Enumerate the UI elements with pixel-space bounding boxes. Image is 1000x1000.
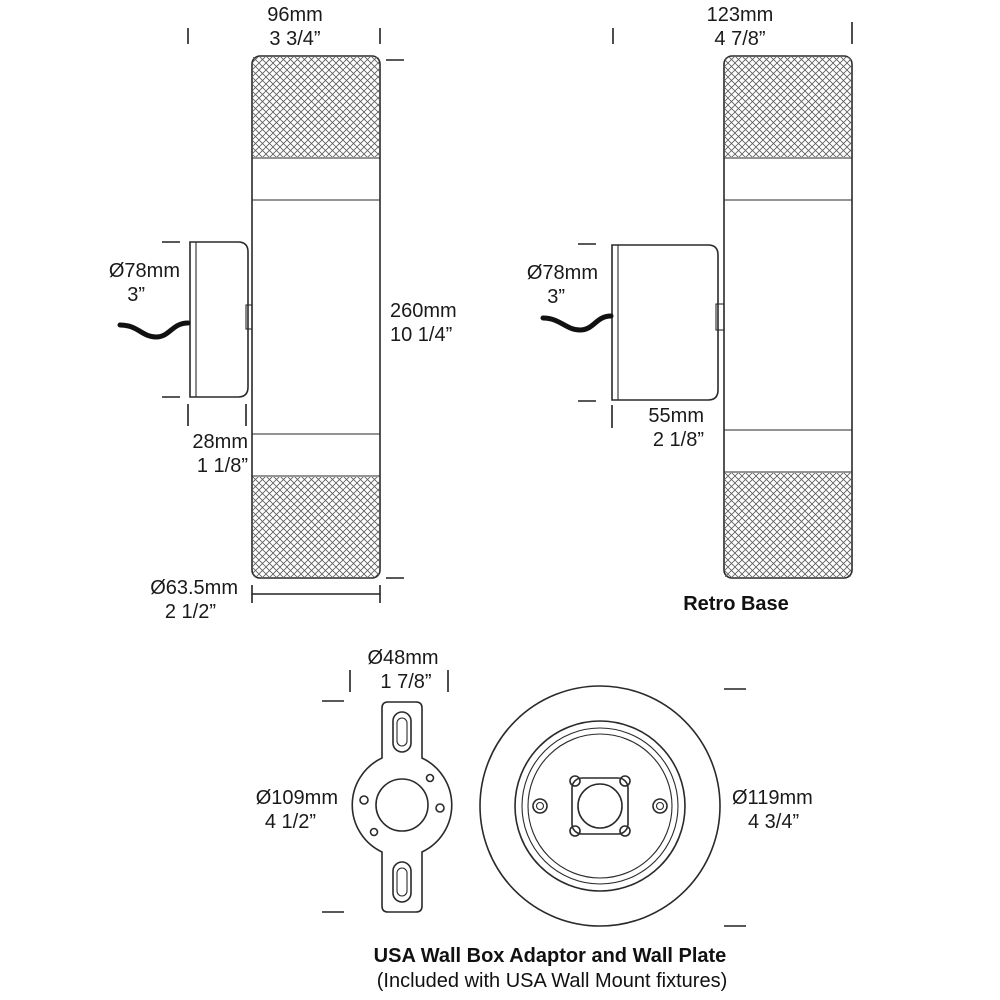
left-base-diameter-in: 3” bbox=[127, 284, 145, 306]
adaptor-height-mm: Ø109mm bbox=[256, 787, 338, 809]
left-body-diameter-in: 2 1/2” bbox=[165, 601, 216, 623]
left-base-depth-in: 1 1/8” bbox=[197, 455, 248, 477]
adaptor-center-hole bbox=[375, 778, 429, 832]
right-base-depth-in: 2 1/8” bbox=[653, 429, 704, 451]
wall-plate-right-screw bbox=[652, 798, 668, 814]
right-width-in: 4 7/8” bbox=[714, 28, 765, 50]
left-power-wire bbox=[117, 320, 191, 340]
left-fixture-drawing: 96mm 3 3/4” 260mm 10 1/4” Ø78mm 3” 28mm … bbox=[109, 4, 457, 623]
adaptor-hole-diameter-mm: Ø48mm bbox=[367, 647, 438, 669]
left-body-diameter-mm: Ø63.5mm bbox=[150, 577, 238, 599]
retro-base-caption: Retro Base bbox=[683, 593, 789, 615]
wall-box-adaptor-drawing: Ø48mm 1 7/8” Ø109mm 4 1/2” bbox=[256, 647, 453, 913]
wall-plate-drawing: Ø119mm 4 3/4” bbox=[479, 685, 813, 927]
right-base-diameter-in: 3” bbox=[547, 286, 565, 308]
wall-plate-inner-ring bbox=[514, 720, 686, 892]
right-fixture-drawing: 123mm 4 7/8” Ø78mm 3” 55mm 2 1/8” Retro … bbox=[527, 4, 853, 615]
left-width-mm: 96mm bbox=[267, 4, 323, 26]
left-bottom-knurl bbox=[253, 477, 379, 577]
left-top-knurl bbox=[253, 57, 379, 157]
wall-plate-center-hole bbox=[577, 783, 623, 829]
adaptor-hole-diameter-in: 1 7/8” bbox=[380, 671, 431, 693]
wall-plate-outer-ring bbox=[479, 685, 721, 927]
right-wall-base bbox=[611, 244, 719, 401]
left-wall-base bbox=[189, 241, 249, 398]
left-base-depth-mm: 28mm bbox=[192, 431, 248, 453]
wall-plate-diameter-in: 4 3/4” bbox=[748, 811, 799, 833]
right-base-diameter-mm: Ø78mm bbox=[527, 262, 598, 284]
wall-plate-left-screw bbox=[532, 798, 548, 814]
wall-plate-diameter-mm: Ø119mm bbox=[732, 787, 813, 809]
adaptor-height-in: 4 1/2” bbox=[265, 811, 316, 833]
adaptor-caption-subtitle: (Included with USA Wall Mount fixtures) bbox=[377, 970, 728, 992]
adaptor-caption-title: USA Wall Box Adaptor and Wall Plate bbox=[374, 945, 727, 967]
wall-plate-center-boss bbox=[571, 777, 629, 835]
right-power-wire bbox=[540, 313, 614, 333]
right-base-depth-mm: 55mm bbox=[648, 405, 704, 427]
left-width-in: 3 3/4” bbox=[269, 28, 320, 50]
adaptor-bottom-slot bbox=[392, 861, 412, 903]
adaptor-top-slot bbox=[392, 711, 412, 753]
adaptor-plate bbox=[351, 701, 453, 913]
right-bottom-knurl bbox=[725, 473, 851, 577]
left-base-diameter-mm: Ø78mm bbox=[109, 260, 180, 282]
right-width-mm: 123mm bbox=[707, 4, 774, 26]
left-height-mm: 260mm bbox=[390, 300, 457, 322]
left-height-in: 10 1/4” bbox=[390, 324, 452, 346]
right-base-stem bbox=[715, 303, 725, 331]
right-top-knurl bbox=[725, 57, 851, 157]
left-base-stem bbox=[245, 304, 253, 330]
